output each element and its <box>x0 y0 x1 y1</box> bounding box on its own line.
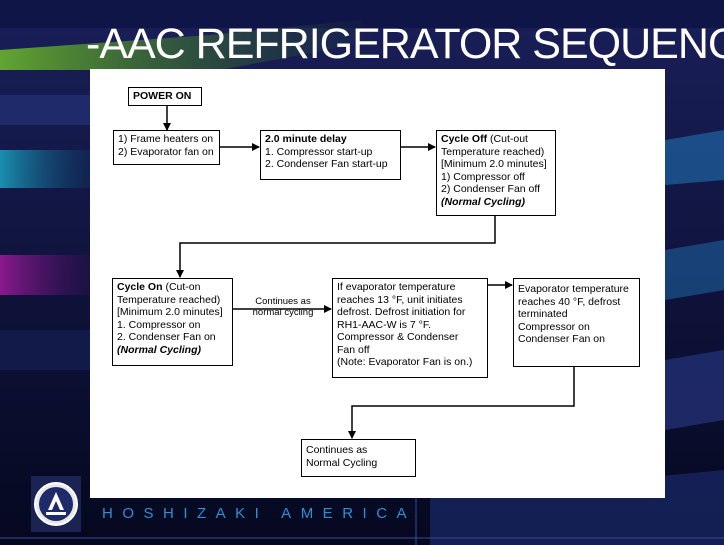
node-delay: 2.0 minute delay 1. Compressor start-up … <box>260 130 401 180</box>
node-defrost-init-line-6: Fan off <box>337 343 370 356</box>
node-delay-heading: 2.0 minute delay <box>265 133 347 145</box>
node-cycle-off-heading-line: Cycle Off (Cut-out <box>441 133 551 146</box>
edge-label-line-1: Continues as <box>255 296 311 307</box>
node-frame-heaters-line-2: 2) Evaporator fan on <box>118 145 214 158</box>
arrow-cycle-off-to-cycle-on <box>176 216 496 278</box>
edge-label-continues: Continues as normal cycling <box>238 296 328 318</box>
node-cycle-off-italic: (Normal Cycling) <box>441 195 526 208</box>
node-cycle-on-line-1: Temperature reached) <box>117 293 221 306</box>
node-continues-line-2: Normal Cycling <box>306 456 378 469</box>
node-defrost-end-line-3: terminated <box>518 308 568 320</box>
node-cycle-off-line-3: 1) Compressor off <box>441 170 525 183</box>
node-cycle-off-line-2: [Minimum 2.0 minutes] <box>441 158 547 170</box>
node-delay-line-2: 2. Condenser Fan start-up <box>265 158 388 170</box>
node-cycle-on-heading: Cycle On <box>117 281 163 293</box>
node-defrost-end-line-4: Compressor on <box>518 320 590 333</box>
node-defrost-end: Evaporator temperature reaches 40 °F, de… <box>513 278 640 367</box>
node-cycle-on-line-4: 2. Condenser Fan on <box>117 331 216 343</box>
node-cycle-off-line-1: Temperature reached) <box>441 145 545 158</box>
node-power-on-label: POWER ON <box>133 90 192 102</box>
node-defrost-end-line-2: reaches 40 °F, defrost <box>518 295 621 308</box>
node-cycle-off-line-4: 2) Condenser Fan off <box>441 183 541 195</box>
node-cycle-on-heading-line: Cycle On (Cut-on <box>117 281 228 294</box>
node-defrost-init-line-1: If evaporator temperature <box>337 281 456 293</box>
node-defrost-init-line-2: reaches 13 °F, unit initiates <box>337 293 463 306</box>
node-cycle-on-heading-rest: (Cut-on <box>162 281 201 293</box>
node-delay-line-1: 1. Compressor start-up <box>265 145 373 158</box>
slide-title: -AAC REFRIGERATOR SEQUENCE <box>86 20 724 68</box>
node-cycle-off-heading: Cycle Off <box>441 133 488 145</box>
node-frame-heaters: 1) Frame heaters on 2) Evaporator fan on <box>113 130 220 165</box>
node-cycle-on-italic: (Normal Cycling) <box>117 343 202 356</box>
node-cycle-on: Cycle On (Cut-on Temperature reached) [M… <box>112 278 233 366</box>
node-defrost-init-line-5: Compressor & Condenser <box>337 331 459 343</box>
node-power-on: POWER ON <box>128 87 202 106</box>
node-defrost-init-line-4: RH1-AAC-W is 7 °F. <box>337 318 432 331</box>
node-cycle-off: Cycle Off (Cut-out Temperature reached) … <box>436 130 556 216</box>
node-defrost-end-line-1: Evaporator temperature <box>518 283 629 295</box>
node-defrost-init-line-7: (Note: Evaporator Fan is on.) <box>337 356 473 368</box>
node-cycle-on-line-2: [Minimum 2.0 minutes] <box>117 306 223 318</box>
node-continues-line-1: Continues as <box>306 444 368 456</box>
node-cycle-on-line-3: 1. Compressor on <box>117 318 201 331</box>
node-cycle-off-heading-rest: (Cut-out <box>487 133 528 145</box>
node-defrost-end-line-5: Condenser Fan on <box>518 333 605 345</box>
edge-label-line-2: normal cycling <box>252 307 314 318</box>
node-defrost-init: If evaporator temperature reaches 13 °F,… <box>332 278 488 378</box>
node-frame-heaters-line-1: 1) Frame heaters on <box>118 133 214 145</box>
footer-brand: HOSHIZAKI AMERICA <box>102 505 417 522</box>
arrow-end-to-continues <box>348 367 575 439</box>
node-defrost-init-line-3: defrost. Defrost initiation for <box>337 306 466 318</box>
hoshizaki-logo-icon <box>31 476 81 532</box>
node-continues: Continues as Normal Cycling <box>301 439 416 477</box>
